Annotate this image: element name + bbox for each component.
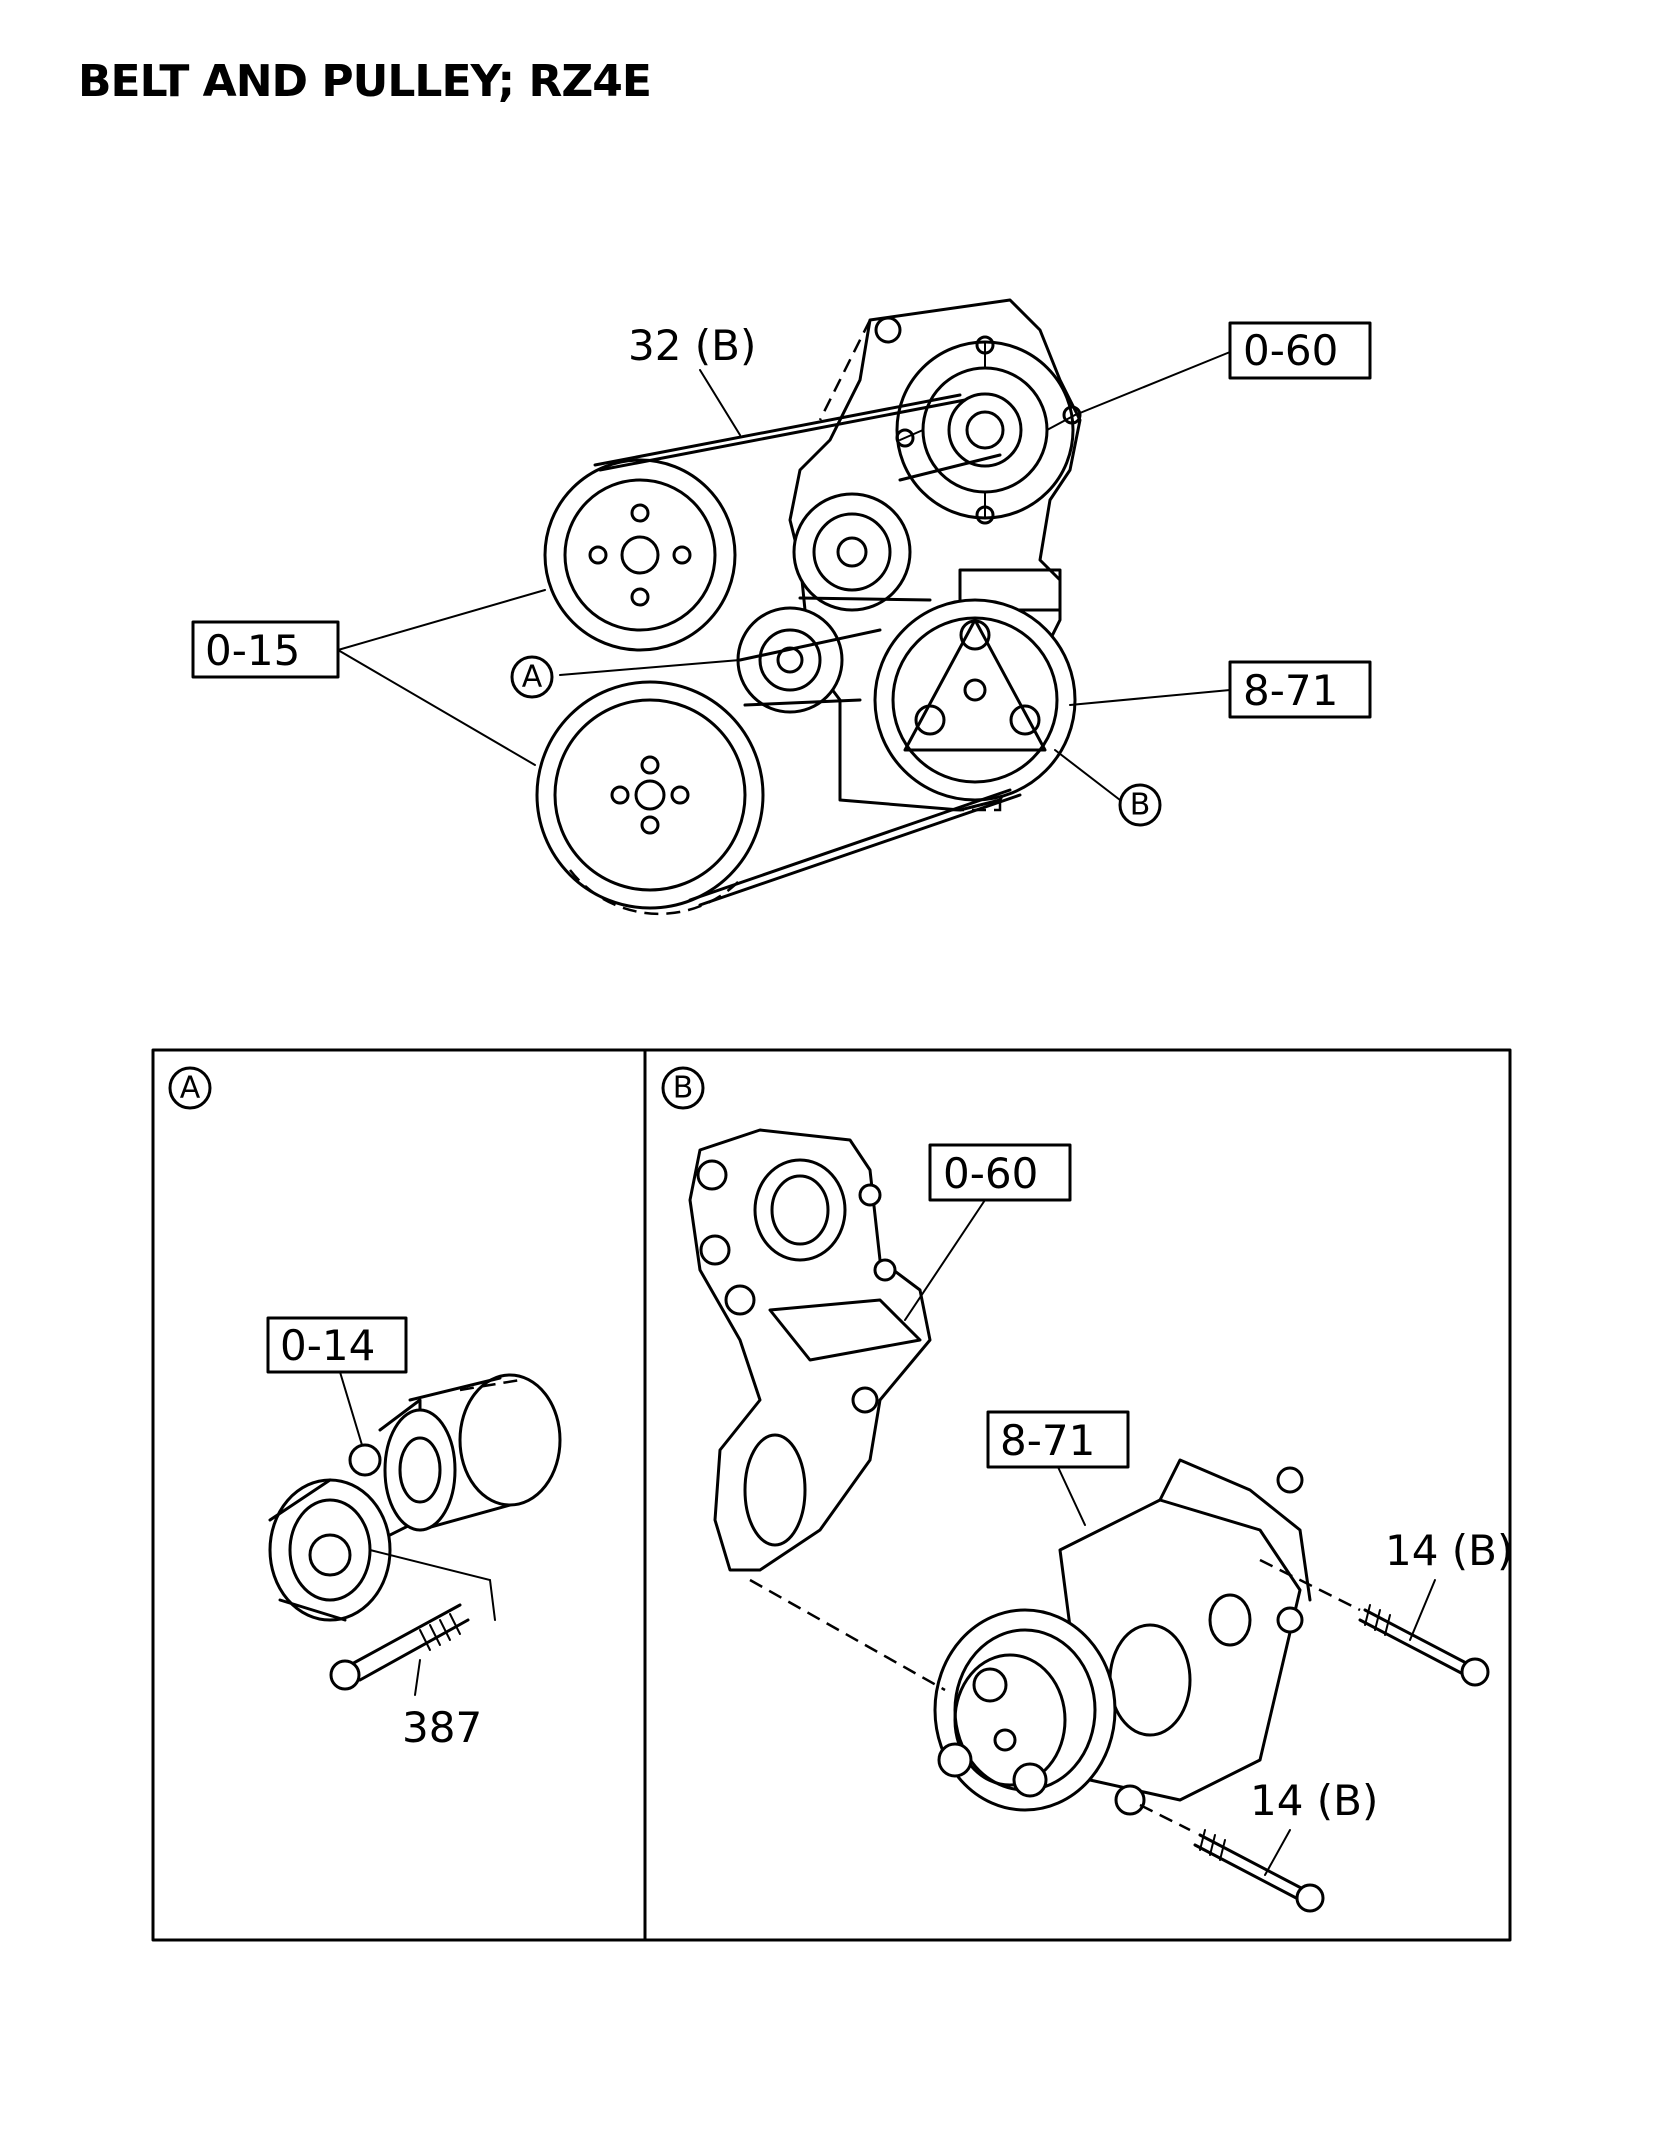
panel-a-callout-circle (168, 1066, 212, 1110)
bolt-upper (1358, 1604, 1490, 1687)
leader-b (1054, 749, 1121, 801)
bracket-hole (874, 316, 902, 344)
bolt-lower (1193, 1829, 1325, 1913)
compressor-pulley (873, 598, 1077, 802)
panel-a-callout-text: A (180, 1071, 201, 1106)
label-32b: 32 (B) (628, 321, 756, 370)
leader-32b (699, 369, 741, 436)
leader-0-15b (337, 649, 536, 766)
label-14b-lower: 14 (B) (1250, 1776, 1378, 1825)
panel-b: B 0-60 (661, 1066, 1513, 1913)
callout-b-text: B (1130, 788, 1151, 823)
detail-panels-frame (151, 1048, 1512, 1942)
crank-pulley (535, 680, 765, 916)
box-0-60-b (928, 1143, 1072, 1202)
label-8-71: 8-71 (1243, 666, 1338, 715)
box-0-15 (191, 620, 340, 679)
label-0-60: 0-60 (1243, 326, 1338, 375)
tensioner-assembly (895, 335, 1082, 525)
box-0-14 (266, 1316, 408, 1374)
compressor-bracket (688, 1128, 932, 1572)
panel-b-callout-circle (661, 1066, 705, 1110)
engine-belt-view (337, 298, 1231, 916)
box-0-60 (1228, 321, 1372, 380)
panel-a: A 0-14 387 (168, 1066, 562, 1752)
drive-belt (593, 393, 1022, 907)
page-title: BELT AND PULLEY; RZ4E (78, 56, 652, 107)
upper-left-pulley (543, 458, 737, 652)
middle-idler-pulley (792, 492, 912, 612)
label-0-15: 0-15 (205, 626, 300, 675)
label-387: 387 (402, 1703, 482, 1752)
leader-0-60 (1074, 351, 1231, 416)
label-8-71-b: 8-71 (1000, 1416, 1095, 1465)
leader-0-15a (337, 589, 546, 651)
label-0-14: 0-14 (280, 1321, 375, 1370)
callout-a-text: A (522, 660, 543, 695)
bolt-387 (329, 1603, 470, 1691)
callout-a-circle (510, 655, 554, 699)
idler-pulley-a (736, 606, 844, 714)
callout-b-circle (1118, 783, 1162, 827)
box-8-71 (1228, 660, 1372, 719)
label-14b-upper: 14 (B) (1385, 1526, 1513, 1575)
label-0-60-b: 0-60 (943, 1149, 1038, 1198)
tensioner-part (268, 1373, 562, 1622)
ac-compressor (933, 1458, 1312, 1816)
panel-b-callout-text: B (673, 1071, 694, 1106)
leader-8-71 (1069, 689, 1231, 706)
leader-a (559, 659, 741, 676)
